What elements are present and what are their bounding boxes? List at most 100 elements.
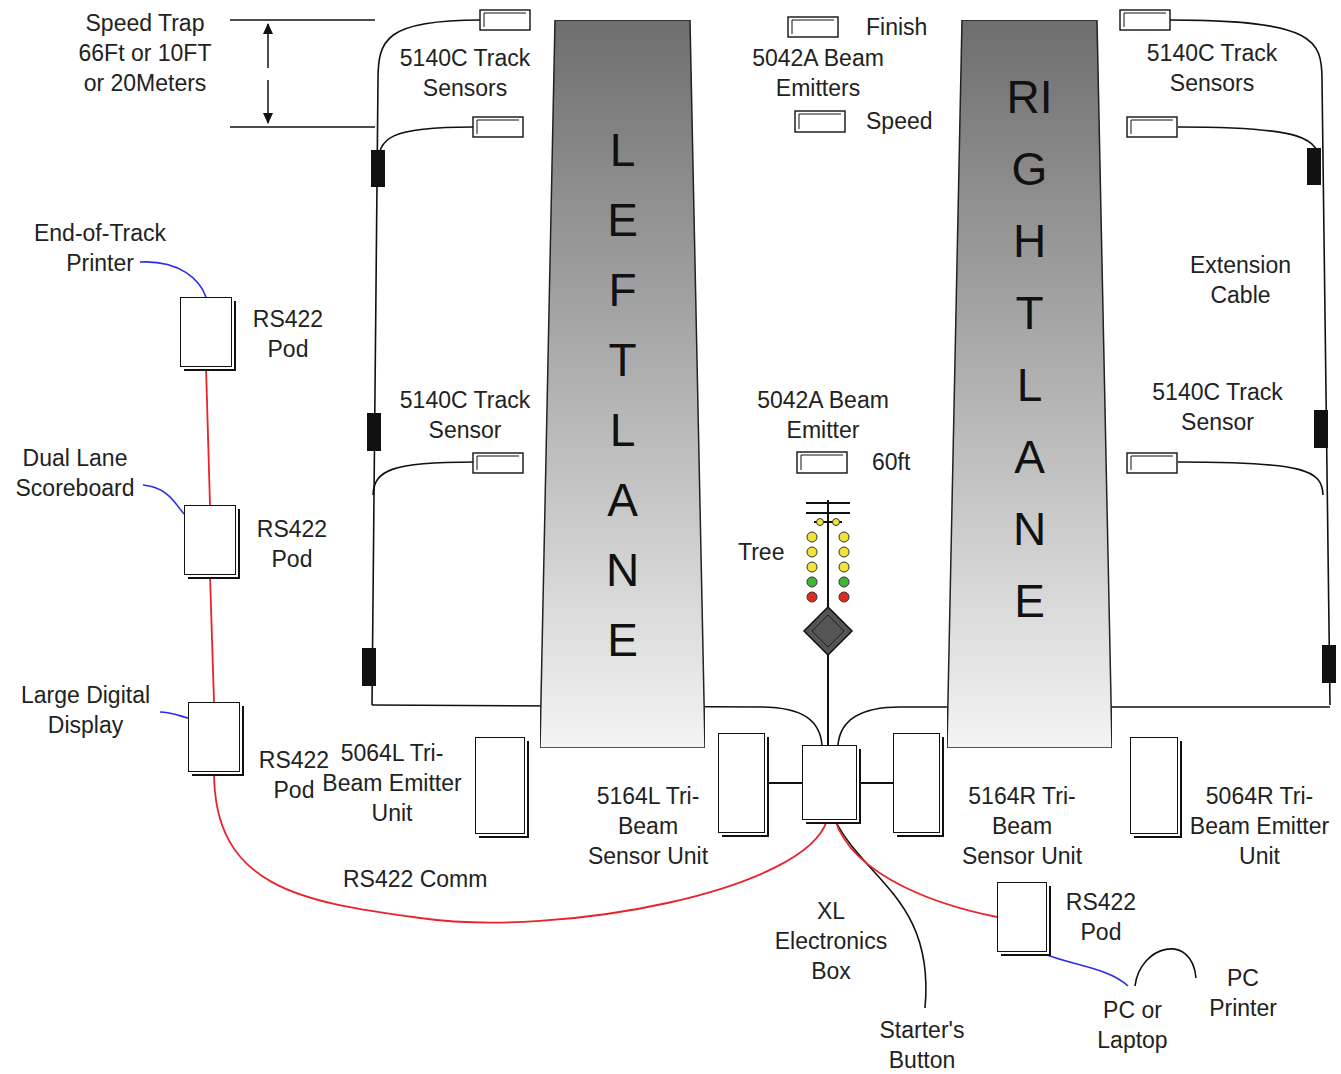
drawing-path xyxy=(801,455,843,470)
drawing-circle xyxy=(839,547,849,557)
drawing-path xyxy=(1135,949,1196,986)
edge-label: RS422 Comm xyxy=(340,866,490,892)
drawing-path xyxy=(230,126,375,128)
rs422-cable xyxy=(210,575,214,702)
part-label: Tree xyxy=(738,537,784,567)
device-box: 5164R Tri-Beam Sensor Unit xyxy=(893,733,940,833)
drawing-path xyxy=(1178,462,1323,495)
drawing-path xyxy=(1131,120,1173,134)
part-label: Large Digital Display xyxy=(8,680,163,740)
drawing-path xyxy=(1170,20,1330,705)
drawing-circle xyxy=(807,592,817,602)
lane-title: LEFT LANE xyxy=(600,115,646,675)
part-label: Finish xyxy=(866,12,927,42)
part-label: 5140C Track Sensor xyxy=(1135,377,1300,437)
drawing-rect xyxy=(1120,10,1170,30)
drawing-g xyxy=(362,148,1336,686)
device-label: RS422 Pod xyxy=(1056,887,1146,947)
device-label: 5064R Tri-Beam Emitter Unit xyxy=(1187,781,1332,871)
rs422-cable xyxy=(206,367,210,505)
drawing-path xyxy=(477,456,519,470)
drawing-path xyxy=(140,262,206,297)
device-label: RS422 Pod xyxy=(247,514,337,574)
device-box: 5164L Tri-Beam Sensor Unit xyxy=(718,733,765,833)
drawing-path xyxy=(230,19,375,21)
part-label: Speed xyxy=(866,106,933,136)
drawing-path xyxy=(812,615,844,647)
drawing-path xyxy=(792,20,834,34)
drawing-path xyxy=(160,712,188,718)
part-label: Dual Lane Scoreboard xyxy=(5,443,145,503)
drawing-circle xyxy=(839,562,849,572)
device-label: 5064L Tri-Beam Emitter Unit xyxy=(314,738,470,828)
drawing-path xyxy=(827,500,829,615)
lane-title: RIGHT LANE xyxy=(1007,61,1053,637)
drawing-circle xyxy=(833,519,840,526)
drawing-rect xyxy=(1322,645,1336,683)
drawing-circle xyxy=(807,532,817,542)
device-box: XL Electronics Box xyxy=(802,745,857,820)
drawing-g xyxy=(807,519,849,603)
part-label: PC Printer xyxy=(1198,963,1288,1023)
drawing-circle xyxy=(817,519,824,526)
part-label: Speed Trap 66Ft or 10FT or 20Meters xyxy=(70,8,220,98)
lane-outline xyxy=(947,20,1112,748)
drawing-rect xyxy=(367,413,381,451)
device-box: RS422 Pod xyxy=(184,505,236,575)
drawing-circle xyxy=(839,592,849,602)
drawing-rect xyxy=(480,10,530,30)
part-label: 5140C Track Sensor xyxy=(385,385,545,445)
device-box: RS422 Pod xyxy=(188,702,240,772)
drawing-path xyxy=(143,485,184,514)
drawing-circle xyxy=(807,562,817,572)
device-box: RS422 Pod xyxy=(997,882,1047,952)
drawing-path xyxy=(477,120,519,134)
drawing-path xyxy=(827,655,829,745)
drawing-path xyxy=(1178,127,1320,165)
drawing-path xyxy=(484,13,526,27)
drawing-path xyxy=(267,80,269,123)
drawing-rect xyxy=(797,452,847,473)
drawing-path xyxy=(372,20,480,705)
drawing-rect xyxy=(473,453,523,473)
drawing-circle xyxy=(839,577,849,587)
part-label: 5140C Track Sensors xyxy=(1132,38,1292,98)
device-label: 5164R Tri-Beam Sensor Unit xyxy=(956,781,1088,871)
drawing-path xyxy=(378,127,473,165)
drawing-g xyxy=(372,20,1330,745)
device-box: 5064R Tri-Beam Emitter Unit xyxy=(1130,737,1178,834)
device-box: RS422 Pod xyxy=(180,297,232,367)
drawing-circle xyxy=(839,532,849,542)
lane-outline xyxy=(540,20,705,748)
drawing-path xyxy=(267,24,269,68)
drawing-path xyxy=(1131,456,1173,470)
device-label: RS422 Pod xyxy=(243,304,333,364)
part-label: 5042A Beam Emitter xyxy=(738,385,908,445)
part-label: Starter's Button xyxy=(862,1015,982,1074)
drawing-rect xyxy=(473,117,523,137)
drawing-rect xyxy=(795,111,845,132)
wire-connector xyxy=(857,782,893,784)
lane-band: RIGHT LANE xyxy=(947,20,1112,748)
drawing-rect xyxy=(371,150,385,187)
drawing-path xyxy=(799,114,841,129)
device-box: 5064L Tri-Beam Emitter Unit xyxy=(475,737,525,834)
drawing-path xyxy=(804,607,852,655)
drawing-circle xyxy=(807,547,817,557)
drawing-rect xyxy=(1307,148,1321,185)
part-label: End-of-Track Printer xyxy=(20,218,180,278)
part-label: 5140C Track Sensors xyxy=(385,43,545,103)
drawing-circle xyxy=(807,577,817,587)
device-label: 5164L Tri-Beam Sensor Unit xyxy=(582,781,714,871)
part-label: Extension Cable xyxy=(1178,250,1303,310)
drawing-path xyxy=(1124,13,1166,27)
drawing-rect xyxy=(1314,410,1328,448)
part-label: 60ft xyxy=(872,447,910,477)
drawing-path xyxy=(806,502,850,504)
drawing-rect xyxy=(1127,117,1177,137)
drawing-g xyxy=(230,20,375,127)
lane-band: LEFT LANE xyxy=(540,20,705,748)
drawing-path xyxy=(806,512,850,514)
drawing-path xyxy=(373,462,473,495)
